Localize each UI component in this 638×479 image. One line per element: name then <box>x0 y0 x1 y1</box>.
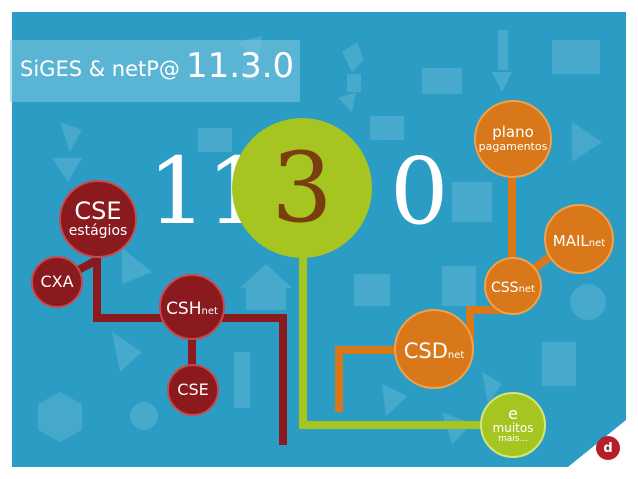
version-number: 11.3.0 <box>186 46 295 86</box>
product-name: SiGES & netP@ <box>20 57 180 81</box>
node-mailnet-main: MAIL <box>552 232 589 250</box>
node-cse: CSE <box>167 364 219 416</box>
node-cssnet-suffix: net <box>518 284 535 295</box>
version-digit-center: 3 <box>271 132 333 244</box>
e-logo-icon <box>570 284 606 320</box>
node-cse-estagios-main: CSE <box>74 197 122 226</box>
node-e-line1: e <box>508 403 518 423</box>
node-cse-label: CSE <box>177 379 209 399</box>
box-icon <box>38 392 82 442</box>
tangram-figure-icon <box>112 332 142 372</box>
node-plano-line1: plano <box>492 123 534 142</box>
node-cse-estagios-sub: estágios <box>68 223 128 240</box>
tangram-figure-icon <box>122 248 152 284</box>
book-icon <box>422 68 462 94</box>
node-cxa-label: CXA <box>40 271 74 291</box>
node-cssnet-main: CSS <box>491 280 519 296</box>
node-e-line3: mais... <box>497 433 529 444</box>
document-lines-icon <box>542 342 576 386</box>
version-digit-right: 0 <box>390 138 449 245</box>
node-e-muitos-mais: e muitos mais... <box>480 392 546 458</box>
node-csdnet-main: CSD <box>403 339 448 363</box>
tangram-figure-icon <box>338 42 364 112</box>
node-cse-estagios: CSE estágios <box>59 180 137 258</box>
envelope-icon <box>198 128 232 152</box>
title-banner <box>10 40 300 102</box>
tangram-figure-icon <box>572 122 602 162</box>
node-plano-line2: pagamentos <box>478 140 548 154</box>
document-lines-icon <box>552 40 600 74</box>
node-cxa: CXA <box>31 256 83 308</box>
tangram-figure-icon <box>442 266 476 306</box>
tangram-figure-icon <box>492 30 512 92</box>
company-logo-letter: d <box>603 440 613 456</box>
tangram-figure-icon <box>482 372 502 404</box>
tangram-figure-icon <box>382 384 408 416</box>
version-digit-center-circle: 3 <box>232 118 372 258</box>
node-plano-pagamentos: plano pagamentos <box>474 100 552 178</box>
gauge-icon <box>354 274 390 306</box>
node-cshnet-main: CSH <box>166 299 202 319</box>
checklist-icon <box>234 352 250 408</box>
credit-card-icon <box>370 116 404 140</box>
house-icon <box>240 264 292 310</box>
node-mailnet-suffix: net <box>588 238 606 249</box>
node-e-line2: muitos <box>492 421 534 436</box>
euro-coin-icon <box>130 402 158 430</box>
green-connector <box>299 250 512 429</box>
tangram-figure-icon <box>452 182 492 222</box>
node-csdnet-suffix: net <box>447 350 465 361</box>
tangram-figure-icon <box>52 122 82 182</box>
node-cshnet-suffix: net <box>201 306 218 317</box>
company-logo: d <box>596 436 620 460</box>
